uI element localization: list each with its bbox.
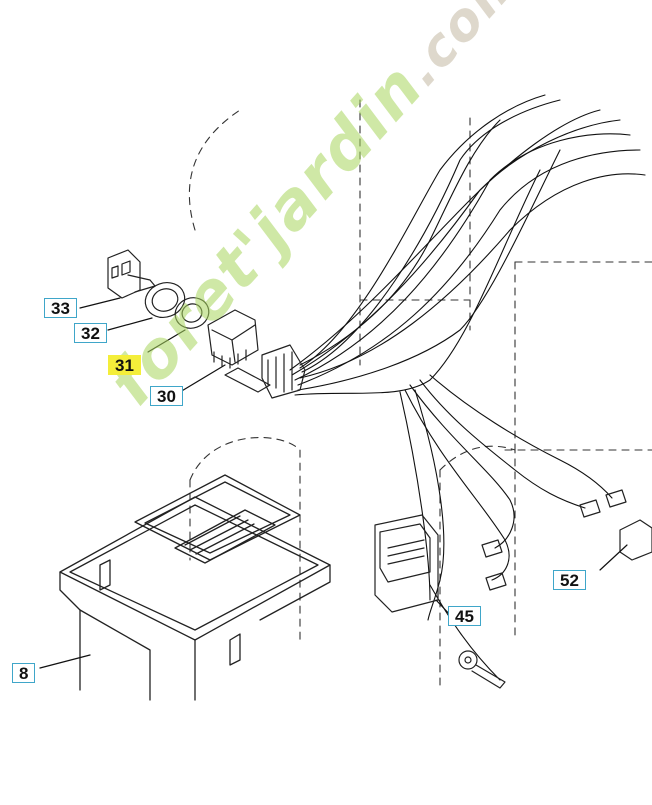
dash-lower-left xyxy=(189,436,301,641)
ignition-key xyxy=(79,249,156,309)
dash-arc-left xyxy=(188,109,241,231)
bezel-ring xyxy=(107,282,186,331)
spade-connectors xyxy=(481,489,627,591)
callout-52[interactable]: 52 xyxy=(553,570,586,590)
ignition-switch xyxy=(174,309,271,396)
dashed-outlines xyxy=(188,99,652,691)
callout-31[interactable]: 31 xyxy=(108,355,141,375)
dashboard-housing xyxy=(39,474,331,701)
callout-33[interactable]: 33 xyxy=(44,298,77,318)
harness-connector xyxy=(261,344,306,399)
retaining-nut xyxy=(147,297,210,353)
callout-8[interactable]: 8 xyxy=(12,663,36,683)
display-module xyxy=(374,514,456,621)
plug-52 xyxy=(599,519,652,571)
callout-32[interactable]: 32 xyxy=(74,323,107,343)
dash-lower-right xyxy=(439,445,516,641)
wire-harness xyxy=(289,94,646,681)
ring-terminal xyxy=(458,650,506,689)
callout-45[interactable]: 45 xyxy=(448,606,481,626)
callout-30[interactable]: 30 xyxy=(150,386,183,406)
